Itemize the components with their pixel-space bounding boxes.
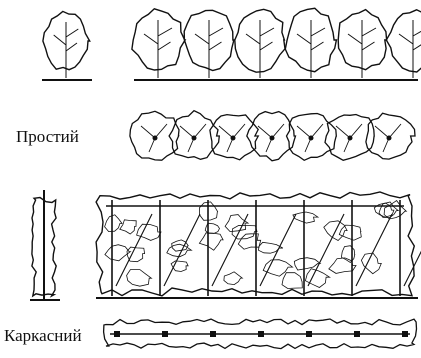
plan-post: [354, 331, 360, 337]
simple-hedge-side-view: [42, 11, 92, 80]
tree-branches: [144, 20, 172, 78]
plan-post: [258, 331, 264, 337]
plan-post: [306, 331, 312, 337]
plan-post: [402, 331, 408, 337]
side-tree: [43, 11, 90, 78]
leaf-cluster: [225, 215, 248, 232]
leaf-cluster: [263, 260, 292, 277]
label-frame: Каркасний: [4, 326, 82, 345]
frame-hedge-front-view: [96, 192, 421, 298]
leaf-cluster: [238, 234, 260, 249]
frame-hedge-side-view: [30, 190, 60, 300]
leaf-cluster: [379, 202, 398, 218]
row-tree: [338, 10, 386, 78]
tree-branches: [399, 20, 421, 78]
row-tree: [386, 10, 421, 78]
trellis-foliage-outline: [96, 192, 414, 296]
leaf-cluster: [127, 270, 152, 287]
row-tree: [235, 9, 285, 78]
leaf-cluster: [282, 273, 302, 289]
plan-post: [114, 331, 120, 337]
leaf-cluster: [120, 220, 136, 234]
leaf-cluster: [127, 247, 145, 262]
plan-post: [210, 331, 216, 337]
leaf-cluster: [105, 245, 130, 261]
frame-hedge-plan-view: [104, 319, 417, 349]
diagonal-lath: [212, 214, 248, 286]
tree-branches: [297, 20, 325, 78]
plan-post: [162, 331, 168, 337]
tree-branches: [348, 20, 376, 78]
leaf-cluster: [339, 225, 361, 240]
leaf-cluster: [105, 215, 122, 232]
diagonal-lath: [356, 214, 392, 286]
row-tree: [184, 10, 234, 78]
label-simple: Простий: [16, 127, 79, 146]
leaf-cluster: [293, 212, 318, 223]
leaf-cluster: [232, 225, 257, 239]
plan-crown: [169, 111, 219, 160]
diagonal-lath: [260, 214, 296, 286]
simple-hedge-front-view: [132, 8, 421, 80]
row-tree: [285, 8, 336, 78]
tree-crown: [386, 10, 421, 72]
leaf-cluster: [199, 233, 223, 250]
leaf-cluster: [224, 272, 242, 285]
simple-hedge-plan-view: [130, 111, 415, 161]
leaf-cluster: [258, 242, 283, 253]
row-tree: [132, 9, 185, 78]
